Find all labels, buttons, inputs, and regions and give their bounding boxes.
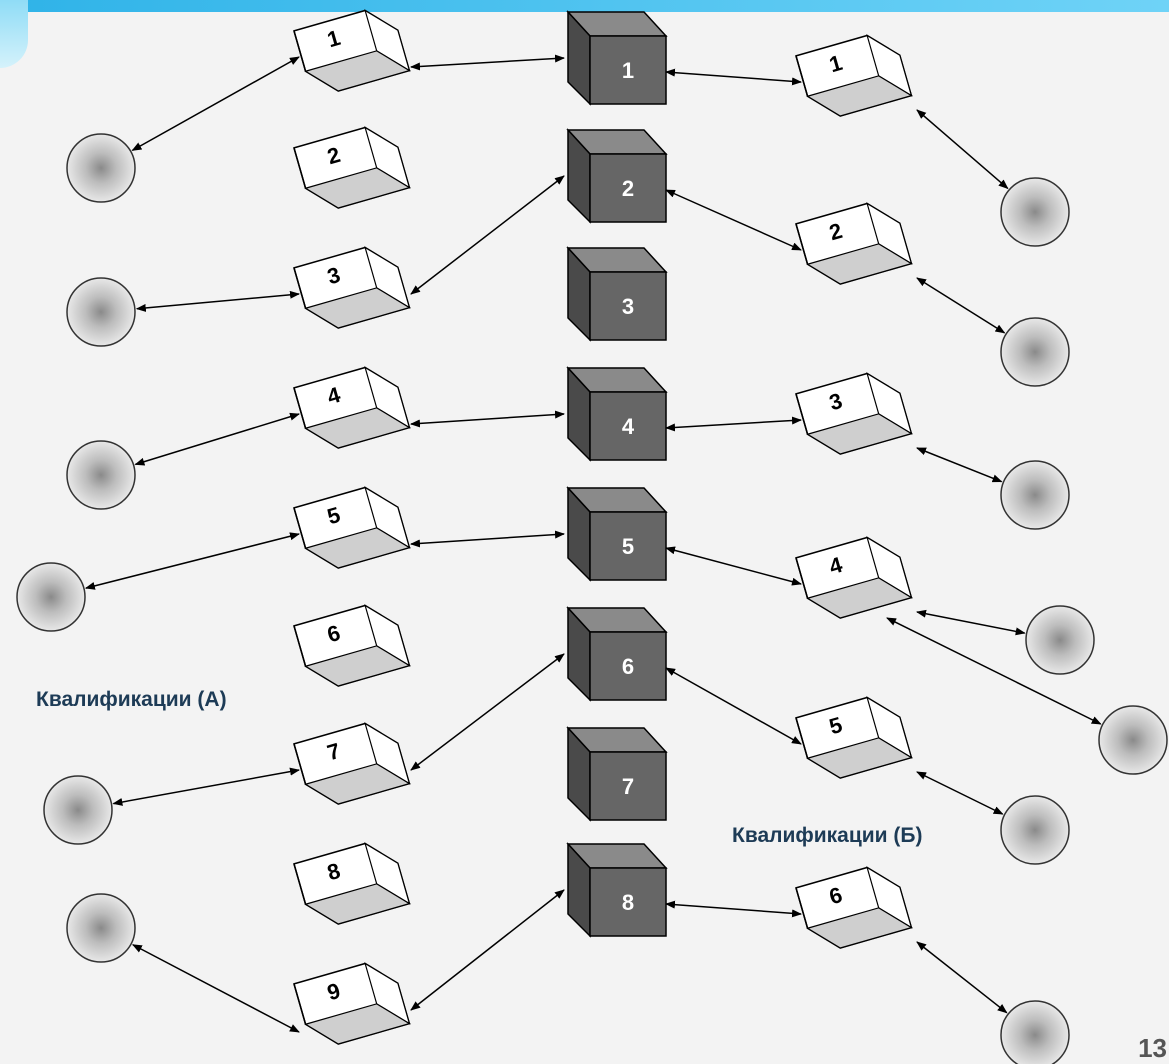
left-box-8: 8	[293, 842, 411, 925]
link-left-4-center-4	[410, 410, 565, 428]
link-center-8-right-6	[665, 900, 802, 918]
link-person-a5-box-7	[112, 767, 300, 806]
top-accent-band	[0, 0, 1169, 12]
link-person-a1-box-1	[131, 56, 300, 152]
link-left-7-center-6	[410, 653, 565, 771]
link-person-b5-box-4	[886, 617, 1102, 725]
link-person-a3-box-4	[134, 412, 300, 466]
person-icon	[1000, 317, 1070, 387]
link-person-b7-box-6	[916, 941, 1008, 1014]
left-box-1: 1	[293, 9, 411, 92]
person-icon	[66, 440, 136, 510]
center-cube-6: 6	[566, 606, 668, 702]
right-box-6: 6	[795, 866, 913, 949]
cubes-layer: 1 2 3 4 5 6 7 8 9 1 2 3 4 5 6 7 8 1 2 3 4 5 6	[293, 9, 913, 1045]
link-person-b1-box-1	[916, 109, 1009, 190]
label-group-b: Квалификации (Б)	[732, 824, 923, 847]
center-cube-3-number: 3	[622, 294, 634, 319]
link-center-2-right-2	[665, 189, 802, 251]
left-box-6: 6	[293, 604, 411, 687]
link-center-1-right-1	[665, 68, 802, 86]
left-box-9: 9	[293, 962, 411, 1045]
center-cube-4-number: 4	[622, 414, 635, 439]
link-person-a4-box-5	[84, 532, 300, 590]
person-icon	[1098, 705, 1168, 775]
person-icon	[66, 133, 136, 203]
link-person-b3-box-3	[916, 447, 1003, 483]
person-icon	[1025, 605, 1095, 675]
link-person-a6-box-9	[131, 944, 300, 1033]
person-icon	[66, 277, 136, 347]
center-cube-6-number: 6	[622, 654, 634, 679]
person-icon	[1000, 1000, 1070, 1064]
person-icon	[1000, 795, 1070, 865]
link-person-b4-box-4	[916, 609, 1026, 636]
links-layer	[84, 54, 1102, 1033]
center-cube-1: 1	[566, 10, 668, 106]
right-box-3: 3	[795, 372, 913, 455]
center-cube-8: 8	[566, 842, 668, 938]
person-icon	[66, 893, 136, 963]
right-box-2: 2	[795, 202, 913, 285]
person-icon	[16, 562, 86, 632]
person-icon	[1000, 177, 1070, 247]
link-center-4-right-3	[665, 416, 802, 432]
left-box-4: 4	[293, 366, 411, 449]
center-cube-3: 3	[566, 246, 668, 342]
center-cube-5: 5	[566, 486, 668, 582]
center-cube-5-number: 5	[622, 534, 634, 559]
left-box-2: 2	[293, 126, 411, 209]
link-center-6-right-5	[665, 667, 802, 745]
center-cube-7: 7	[566, 726, 668, 822]
person-icon	[1000, 460, 1070, 530]
label-group-a: Квалификации (А)	[36, 688, 227, 711]
center-cube-1-number: 1	[622, 58, 634, 83]
center-cube-8-number: 8	[622, 890, 634, 915]
center-cube-2: 2	[566, 128, 668, 224]
person-icon	[43, 775, 113, 845]
left-box-3: 3	[293, 246, 411, 329]
center-cube-2-number: 2	[622, 176, 634, 201]
page-number: 13	[1138, 1033, 1167, 1063]
link-person-a2-box-3	[135, 290, 300, 312]
persons-layer	[16, 133, 1168, 1064]
link-left-5-center-5	[410, 530, 565, 548]
right-box-5: 5	[795, 696, 913, 779]
right-box-4: 4	[795, 536, 913, 619]
left-box-7: 7	[293, 722, 411, 805]
right-box-1: 1	[795, 34, 913, 117]
link-left-1-center-1	[410, 54, 565, 71]
link-left-9-center-8	[410, 889, 565, 1011]
link-person-b6-box-5	[916, 771, 1004, 815]
left-box-5: 5	[293, 486, 411, 569]
link-center-5-right-4	[665, 546, 802, 586]
center-cube-7-number: 7	[622, 774, 634, 799]
center-cube-4: 4	[566, 366, 668, 462]
link-person-b2-box-2	[916, 277, 1006, 334]
link-left-3-center-2	[410, 175, 565, 295]
